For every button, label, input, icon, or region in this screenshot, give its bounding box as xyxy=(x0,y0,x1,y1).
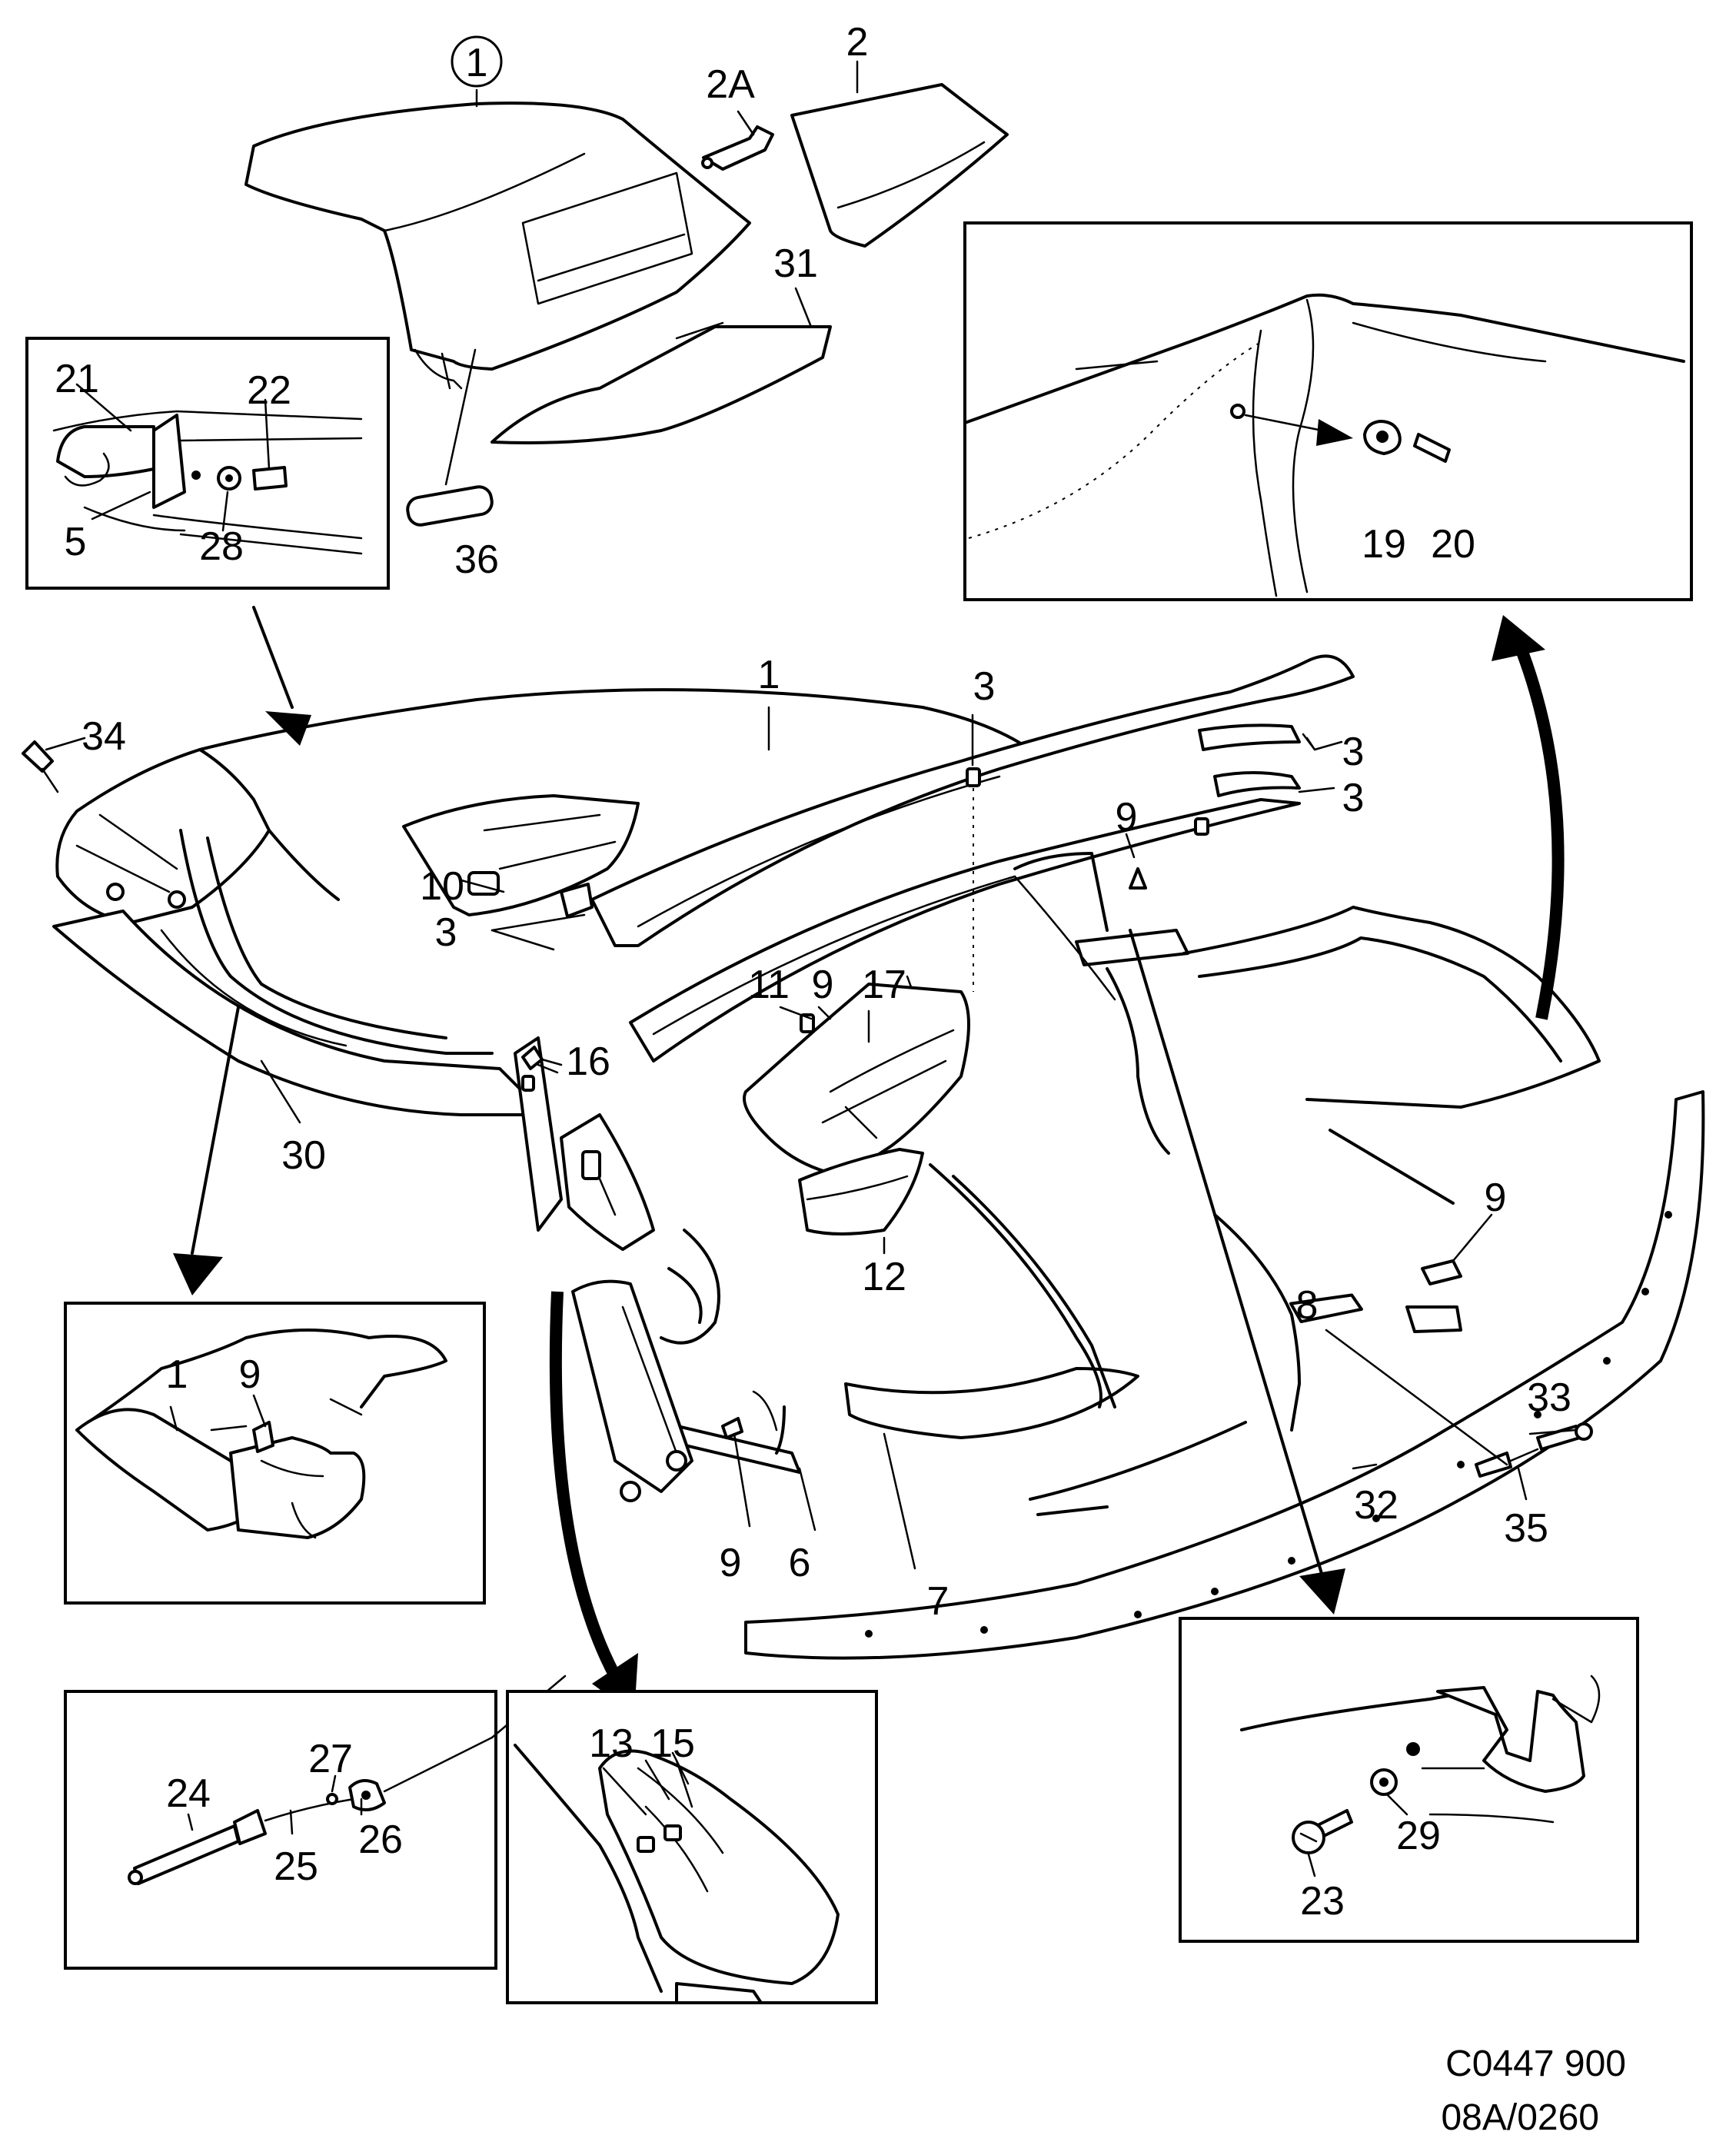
callout-17: 17 xyxy=(862,963,906,1007)
callout-2a: 2A xyxy=(706,62,755,107)
callout-3-top: 3 xyxy=(973,664,996,709)
callout-9-lower: 9 xyxy=(720,1541,742,1585)
part-soft-top-cover xyxy=(244,101,751,390)
detail-box-bottom-right xyxy=(1179,1617,1639,1943)
callout-12: 12 xyxy=(862,1255,906,1299)
callout-10: 10 xyxy=(420,864,464,909)
callout-8: 8 xyxy=(1296,1283,1319,1328)
callout-7: 7 xyxy=(927,1579,949,1624)
callout-3-right-b: 3 xyxy=(1342,776,1365,820)
detail-box-top-left xyxy=(25,337,390,590)
detail-box-bottom-left xyxy=(64,1674,567,1970)
callout-32: 32 xyxy=(1354,1483,1398,1528)
callout-3-right-a: 3 xyxy=(1342,730,1365,774)
main-top-assembly xyxy=(22,654,1705,1660)
callout-9-right: 9 xyxy=(1485,1176,1507,1220)
detail-box-middle-left xyxy=(64,1302,486,1605)
arrow-detail-tr xyxy=(1492,615,1565,1020)
callout-27: 27 xyxy=(308,1737,353,1781)
callout-25: 25 xyxy=(274,1844,318,1889)
detail-box-top-right xyxy=(963,221,1693,601)
callout-34: 34 xyxy=(81,714,126,759)
callout-15: 15 xyxy=(650,1721,695,1766)
callout-9-detail: 9 xyxy=(239,1352,261,1397)
callout-6: 6 xyxy=(789,1541,811,1585)
callout-3-left: 3 xyxy=(435,910,457,955)
callout-circle-1 xyxy=(451,35,503,88)
callout-2: 2 xyxy=(846,20,869,65)
callout-1-circled: 1 xyxy=(466,41,488,85)
callout-28: 28 xyxy=(199,524,244,569)
drawing-code-line2: 08A/0260 xyxy=(1441,2097,1599,2138)
callout-24: 24 xyxy=(166,1771,211,1816)
callout-36: 36 xyxy=(454,537,499,582)
callout-29: 29 xyxy=(1396,1814,1441,1858)
callout-16: 16 xyxy=(566,1039,610,1084)
drawing-code-line1: C0447 900 xyxy=(1445,2044,1626,2084)
callout-5: 5 xyxy=(65,520,87,564)
callout-13: 13 xyxy=(589,1721,634,1766)
callout-26: 26 xyxy=(358,1817,403,1862)
callout-23: 23 xyxy=(1300,1879,1345,1924)
arrow-detail-tl xyxy=(252,606,311,746)
detail-box-bottom-middle xyxy=(506,1690,878,2004)
leader-lines xyxy=(45,60,1578,1570)
arrow-detail-ml xyxy=(173,1006,240,1295)
callout-9-center: 9 xyxy=(812,963,834,1007)
callout-30: 30 xyxy=(281,1133,326,1178)
arrow-detail-br xyxy=(1129,929,1345,1615)
callout-19: 19 xyxy=(1362,522,1406,567)
callout-31: 31 xyxy=(773,241,818,286)
callout-9-top: 9 xyxy=(1116,795,1138,840)
callout-20: 20 xyxy=(1431,522,1475,567)
callout-1-detail: 1 xyxy=(166,1352,188,1397)
callout-21: 21 xyxy=(55,357,99,401)
callout-22: 22 xyxy=(247,368,291,413)
part-36-seal-strip xyxy=(406,485,494,527)
callout-35: 35 xyxy=(1504,1506,1548,1551)
part-2a-bracket xyxy=(701,125,774,171)
callout-33: 33 xyxy=(1527,1375,1571,1420)
callout-1-main: 1 xyxy=(758,653,780,697)
callout-11: 11 xyxy=(748,963,790,1007)
part-31-headliner xyxy=(491,321,832,444)
part-2-rear-window xyxy=(790,83,1009,248)
leader-36 xyxy=(444,348,477,486)
